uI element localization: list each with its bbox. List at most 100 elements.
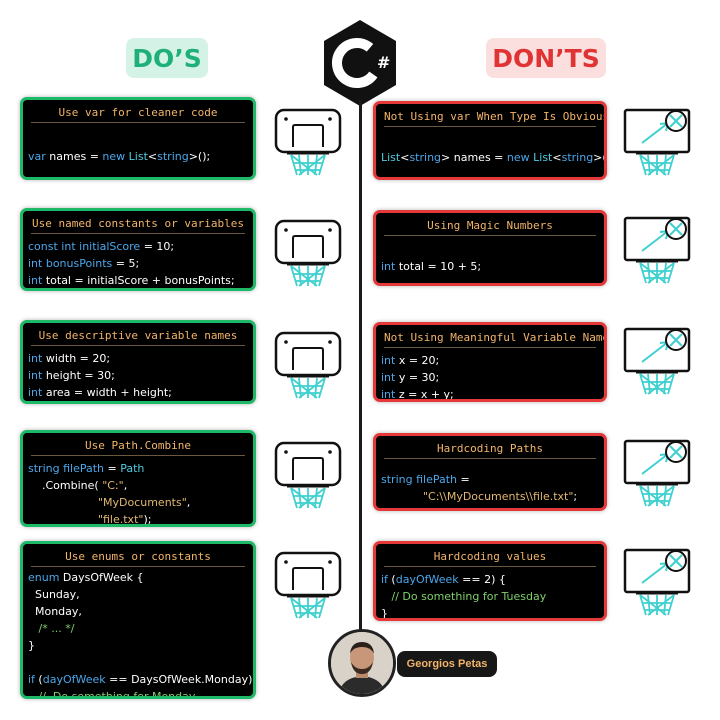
code-line: string filePath =: [381, 471, 599, 488]
code-token: y = 30;: [395, 371, 440, 384]
code-token: string: [409, 151, 442, 164]
code-line: enum DaysOfWeek {: [28, 569, 248, 586]
code-token: <: [552, 151, 562, 164]
code-token: List: [533, 151, 553, 164]
code-token: <: [147, 150, 158, 163]
basketball-hoop-icon: [274, 551, 342, 619]
code-token: Monday,: [28, 605, 82, 618]
code-token: );: [143, 513, 152, 526]
code-token: x = 20;: [395, 354, 440, 367]
code-token: var: [28, 150, 46, 163]
code-token: if: [28, 673, 35, 686]
code-token: z = x + y;: [395, 388, 454, 401]
code-token: int: [28, 274, 43, 287]
code-line: var names = new List<string>();: [28, 148, 248, 165]
basketball-hoop-miss-icon: [623, 439, 691, 507]
code-token: const: [28, 240, 58, 253]
code-line: List<string> names = new List<string>();: [381, 149, 604, 166]
code-token: = 10;: [140, 240, 175, 253]
code-block: int total = 10 + 5;: [376, 236, 604, 275]
code-block: const int initialScore = 10;int bonusPoi…: [23, 234, 253, 288]
code-token: width = 20;: [42, 352, 111, 365]
code-token: ,: [123, 479, 128, 492]
code-token: int: [381, 371, 396, 384]
donts-badge: DON’TS: [486, 38, 606, 78]
code-token: int: [28, 257, 43, 270]
code-token: filePath: [416, 473, 457, 486]
code-token: [381, 590, 392, 603]
code-token: string: [28, 462, 60, 475]
code-line: [28, 654, 248, 671]
code-token: names =: [45, 150, 103, 163]
code-token: string: [157, 150, 189, 163]
do-card-2: Use named constants or variables const in…: [20, 208, 256, 291]
code-line: int bonusPoints = 5;: [28, 255, 248, 272]
code-token: filePath: [63, 462, 104, 475]
code-token: "C:\\MyDocuments\\file.txt": [422, 490, 574, 503]
code-token: Sunday,: [28, 588, 80, 601]
code-block: enum DaysOfWeek { Sunday, Monday, /* ...…: [23, 567, 253, 699]
code-line: int z = x + y;: [381, 386, 599, 401]
code-token: = 5;: [112, 257, 140, 270]
card-title: Not Using Meaningful Variable Names: [384, 331, 604, 348]
code-token: bonusPoints: [45, 257, 113, 270]
code-token: total = initialScore + bonusPoints;: [42, 274, 235, 287]
code-token: /* ... */: [38, 622, 75, 635]
card-title: Use descriptive variable names: [31, 329, 245, 346]
code-block: string filePath = Path .Combine( "C:", "…: [23, 456, 253, 526]
code-token: =: [104, 462, 121, 475]
code-block: int width = 20;int height = 30;int area …: [23, 346, 253, 401]
code-token: > names =: [441, 151, 507, 164]
code-line: int width = 20;: [28, 350, 248, 367]
do-card-1: Use var for cleaner code var names = new …: [20, 97, 256, 180]
card-title: Hardcoding Paths: [384, 442, 596, 459]
code-line: }: [28, 637, 248, 654]
card-title: Use var for cleaner code: [31, 106, 245, 123]
code-token: >();: [593, 151, 607, 164]
code-line: Sunday,: [28, 586, 248, 603]
code-token: >();: [188, 150, 211, 163]
code-line: int x = 20;: [381, 352, 599, 369]
author-avatar: [328, 629, 396, 697]
code-token: total = 10 + 5;: [395, 260, 482, 273]
code-line: // Do something for Monday: [28, 688, 248, 699]
card-title: Hardcoding values: [384, 550, 596, 567]
code-token: ,: [186, 496, 191, 509]
code-token: enum: [28, 571, 60, 584]
basketball-hoop-miss-icon: [623, 327, 691, 395]
center-divider: [359, 100, 362, 640]
code-token: dayOfWeek: [42, 673, 106, 686]
code-block: List<string> names = new List<string>();: [376, 127, 604, 166]
code-token: int: [381, 388, 396, 401]
code-block: string filePath = "C:\\MyDocuments\\file…: [376, 459, 604, 505]
code-token: .Combine(: [28, 479, 103, 492]
basketball-hoop-icon: [274, 219, 342, 287]
code-line: }: [381, 605, 599, 620]
code-line: .Combine( "C:",: [28, 477, 248, 494]
code-block: int x = 20;int y = 30;int z = x + y;: [376, 348, 604, 401]
code-line: "MyDocuments",: [28, 494, 248, 511]
card-title: Use enums or constants: [31, 550, 245, 567]
code-line: string filePath = Path: [28, 460, 248, 477]
basketball-hoop-icon: [274, 441, 342, 509]
code-line: // Do something for Tuesday: [381, 588, 599, 605]
code-line: int area = width + height;: [28, 384, 248, 401]
code-token: (: [34, 673, 43, 686]
code-token: // Do something for Monday: [38, 690, 196, 699]
csharp-logo-icon: #: [324, 20, 396, 106]
code-token: }: [381, 607, 388, 620]
card-title: Use named constants or variables: [31, 217, 245, 234]
basketball-hoop-miss-icon: [623, 216, 691, 284]
code-token: }: [28, 639, 35, 652]
code-line: if (dayOfWeek == 2) {: [381, 571, 599, 588]
code-token: <: [400, 151, 410, 164]
code-line: Monday,: [28, 603, 248, 620]
basketball-hoop-icon: [274, 331, 342, 399]
code-token: Path: [120, 462, 145, 475]
code-token: List: [128, 150, 148, 163]
code-token: =: [457, 473, 470, 486]
code-token: area = width + height;: [42, 386, 172, 399]
code-token: (: [387, 573, 396, 586]
